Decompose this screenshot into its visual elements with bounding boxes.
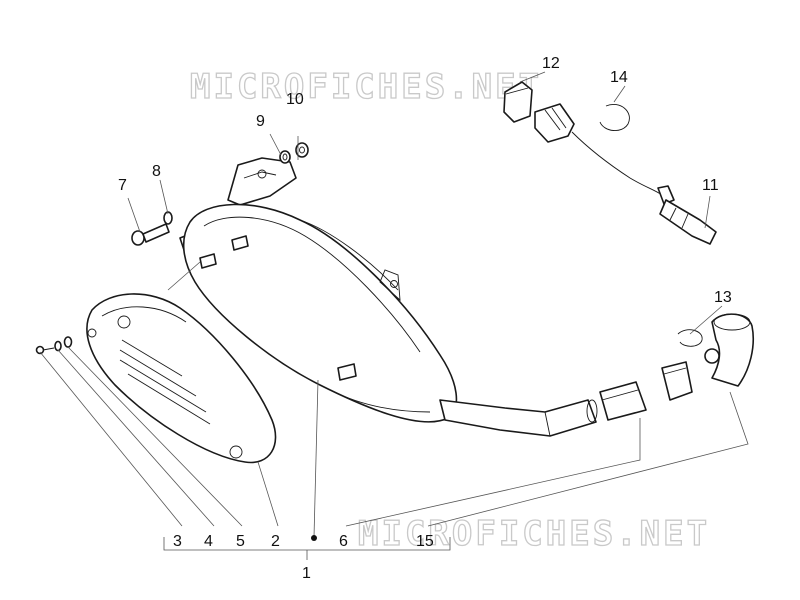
sleeve-6 [599, 381, 647, 421]
callout-12: 12 [542, 55, 560, 72]
callout-15: 15 [416, 533, 434, 550]
callout-10: 10 [286, 91, 304, 108]
muffler [179, 157, 598, 437]
callout-1: 1 [302, 565, 311, 582]
washer-4 [54, 340, 62, 352]
watermark-bottom: MICROFICHES.NET [358, 514, 710, 554]
bolt-7 [131, 223, 170, 246]
heat-shield [86, 293, 277, 464]
callout-1-junction-dot [311, 535, 317, 541]
connector-cap [503, 81, 533, 123]
callout-13: 13 [714, 289, 732, 306]
callout-3: 3 [173, 533, 182, 550]
screw-3 [35, 345, 55, 355]
washer-8 [163, 211, 173, 225]
clip-14 [599, 104, 630, 131]
washer-5 [63, 336, 73, 348]
callout-9: 9 [256, 113, 265, 130]
elbow-pipe [704, 313, 755, 387]
callout-11: 11 [702, 177, 719, 194]
watermark-top: MICROFICHES.NET [190, 67, 542, 107]
callout-4: 4 [204, 533, 213, 550]
gasket-15 [661, 361, 693, 401]
nut-10 [295, 142, 309, 158]
callout-8: 8 [152, 163, 161, 180]
callout-5: 5 [236, 533, 245, 550]
callout-2: 2 [271, 533, 280, 550]
ring-13 [677, 329, 703, 347]
washer-9 [279, 150, 291, 164]
callout-14: 14 [610, 69, 628, 86]
callout-6: 6 [339, 533, 348, 550]
leader-lines [39, 71, 749, 560]
lambda-sensor [534, 103, 717, 245]
callout-7: 7 [118, 177, 127, 194]
